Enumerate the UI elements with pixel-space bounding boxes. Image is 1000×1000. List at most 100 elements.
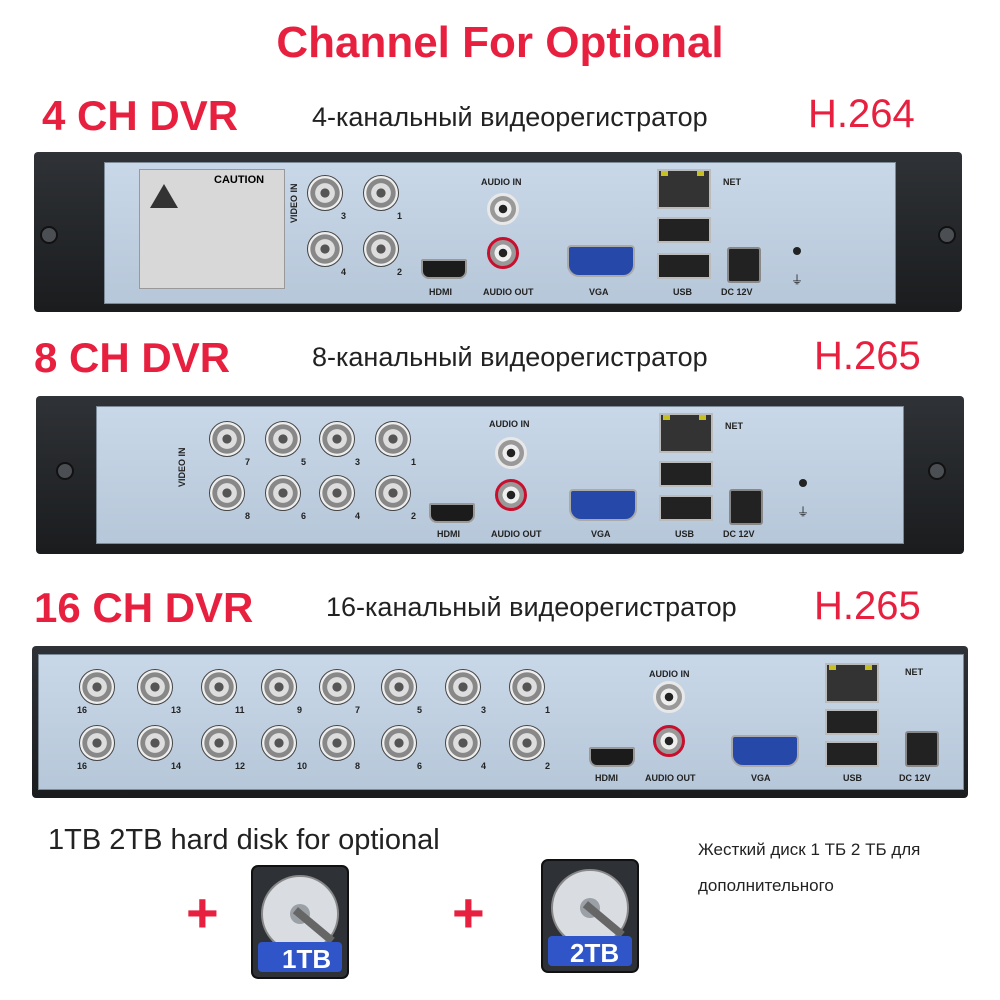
- audio-out-port[interactable]: [495, 479, 527, 511]
- dvr4-device: CAUTION VIDEO IN 3 1 4 2 HDMI AUDIO IN A…: [34, 152, 962, 312]
- audio-out-label: AUDIO OUT: [645, 773, 696, 783]
- page-title: Channel For Optional: [276, 18, 724, 67]
- usb-port-2[interactable]: [657, 253, 711, 279]
- bnc-port-1[interactable]: [363, 175, 399, 211]
- audio-out-port[interactable]: [653, 725, 685, 757]
- usb-label: USB: [675, 529, 695, 539]
- dc-power-port[interactable]: [727, 247, 761, 283]
- channel-label: 3: [481, 705, 487, 715]
- usb-port-2[interactable]: [825, 741, 879, 767]
- dvr16-subtitle: 16-канальный видеорегистратор: [326, 592, 737, 622]
- bnc-port-9[interactable]: [261, 669, 297, 705]
- dc-label: DC 12V: [899, 773, 931, 783]
- bnc-port-16b[interactable]: [79, 725, 115, 761]
- led-icon: [663, 415, 670, 420]
- bnc-port-4[interactable]: [319, 475, 355, 511]
- bnc-port-1[interactable]: [375, 421, 411, 457]
- vga-port[interactable]: [567, 245, 635, 277]
- channel-label: 8: [245, 511, 251, 521]
- usb-port-1[interactable]: [659, 461, 713, 487]
- vga-port[interactable]: [731, 735, 799, 767]
- channel-label: 3: [341, 211, 347, 221]
- channel-label: 10: [297, 761, 308, 771]
- dvr4-rear-panel: CAUTION VIDEO IN 3 1 4 2 HDMI AUDIO IN A…: [104, 162, 896, 304]
- channel-label: 5: [417, 705, 423, 715]
- bnc-port-16[interactable]: [79, 669, 115, 705]
- channel-label: 2: [545, 761, 551, 771]
- dvr4-subtitle: 4-канальный видеорегистратор: [312, 102, 708, 132]
- usb-port-1[interactable]: [825, 709, 879, 735]
- channel-label: 14: [171, 761, 182, 771]
- dvr16-device: 16 13 11 9 7 5 3 1 16 14 12 10 8 6 4 2 H…: [32, 646, 968, 798]
- bnc-port-2[interactable]: [363, 231, 399, 267]
- audio-out-label: AUDIO OUT: [483, 287, 534, 297]
- screw-icon: [56, 462, 74, 480]
- led-icon: [699, 415, 706, 420]
- dvr8-device: VIDEO IN 7 5 3 1 8 6 4 2 HDMI AUDIO IN A…: [36, 396, 964, 554]
- channel-label: 2: [411, 511, 417, 521]
- hdd-2tb: 2TB: [534, 856, 644, 976]
- usb-label: USB: [843, 773, 863, 783]
- dvr4-model: 4 CH DVR: [42, 92, 239, 139]
- bnc-port-2[interactable]: [375, 475, 411, 511]
- vga-port[interactable]: [569, 489, 637, 521]
- bnc-port-6[interactable]: [265, 475, 301, 511]
- bnc-port-14[interactable]: [137, 725, 173, 761]
- audio-in-label: AUDIO IN: [649, 669, 690, 679]
- bnc-port-3[interactable]: [445, 669, 481, 705]
- audio-in-label: AUDIO IN: [481, 177, 522, 187]
- bnc-port-12[interactable]: [201, 725, 237, 761]
- audio-in-port[interactable]: [495, 437, 527, 469]
- dc-power-port[interactable]: [905, 731, 939, 767]
- hdmi-port[interactable]: [589, 747, 635, 767]
- ground-icon: ⏚: [797, 505, 810, 519]
- channel-label: 5: [301, 457, 307, 467]
- audio-out-label: AUDIO OUT: [491, 529, 542, 539]
- bnc-port-6[interactable]: [381, 725, 417, 761]
- bnc-port-3[interactable]: [307, 175, 343, 211]
- audio-out-port[interactable]: [487, 237, 519, 269]
- dc-power-port[interactable]: [729, 489, 763, 525]
- bnc-port-3[interactable]: [319, 421, 355, 457]
- video-in-label: VIDEO IN: [177, 447, 187, 487]
- hdd-1tb: 1TB: [244, 862, 354, 982]
- audio-in-port[interactable]: [487, 193, 519, 225]
- channel-label: 1: [411, 457, 417, 467]
- channel-label: 11: [235, 705, 245, 715]
- bnc-port-10[interactable]: [261, 725, 297, 761]
- bnc-port-13[interactable]: [137, 669, 173, 705]
- dc-label: DC 12V: [723, 529, 755, 539]
- bnc-port-7[interactable]: [319, 669, 355, 705]
- bnc-port-1[interactable]: [509, 669, 545, 705]
- usb-port-2[interactable]: [659, 495, 713, 521]
- usb-label: USB: [673, 287, 693, 297]
- audio-in-port[interactable]: [653, 681, 685, 713]
- bnc-port-8[interactable]: [319, 725, 355, 761]
- channel-label: 16: [77, 761, 88, 771]
- dc-label: DC 12V: [721, 287, 753, 297]
- bnc-port-4[interactable]: [445, 725, 481, 761]
- channel-label: 3: [355, 457, 361, 467]
- hdmi-label: HDMI: [437, 529, 460, 539]
- bnc-port-2[interactable]: [509, 725, 545, 761]
- channel-label: 9: [297, 705, 303, 715]
- net-label: NET: [905, 667, 923, 677]
- bnc-port-5[interactable]: [381, 669, 417, 705]
- net-label: NET: [723, 177, 741, 187]
- led-icon: [829, 665, 836, 670]
- bnc-port-7[interactable]: [209, 421, 245, 457]
- vga-label: VGA: [591, 529, 611, 539]
- usb-port-1[interactable]: [657, 217, 711, 243]
- bnc-port-4[interactable]: [307, 231, 343, 267]
- dvr8-subtitle: 8-канальный видеорегистратор: [312, 342, 708, 372]
- bnc-port-11[interactable]: [201, 669, 237, 705]
- channel-label: 1: [397, 211, 403, 221]
- screw-icon: [938, 226, 956, 244]
- bnc-port-5[interactable]: [265, 421, 301, 457]
- hdmi-port[interactable]: [429, 503, 475, 523]
- vga-label: VGA: [751, 773, 771, 783]
- bnc-port-8[interactable]: [209, 475, 245, 511]
- dvr4-codec: H.264: [808, 92, 915, 136]
- hdd-caption-ru-1: Жесткий диск 1 ТБ 2 ТБ для: [698, 840, 921, 859]
- hdmi-port[interactable]: [421, 259, 467, 279]
